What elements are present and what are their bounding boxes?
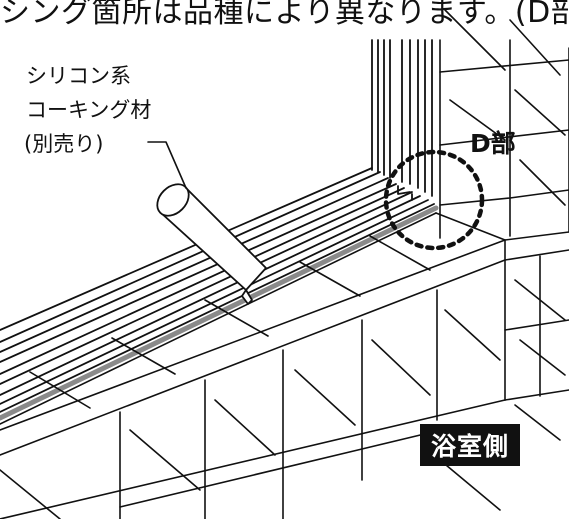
sealant-bead: [0, 205, 439, 421]
detail-d-label: D部: [470, 129, 516, 158]
window-frame-rails: [0, 167, 435, 413]
caulk-label-line1: シリコン系: [26, 64, 131, 88]
header-cropped-text: シング箇所は品種により異なります。(D部: [0, 0, 569, 30]
detail-d-circle: [383, 149, 485, 251]
caulk-leader-line: [147, 141, 187, 189]
caulk-label-line2: コーキング材: [26, 98, 152, 122]
bath-side-tag: 浴室側: [420, 424, 520, 466]
wall-tile-grid: [439, 9, 569, 239]
window-frame-vertical: [371, 39, 433, 197]
sill-top: [0, 212, 569, 431]
caulk-label-line3: (別売り): [24, 132, 104, 156]
front-tile-grid: [0, 239, 569, 519]
